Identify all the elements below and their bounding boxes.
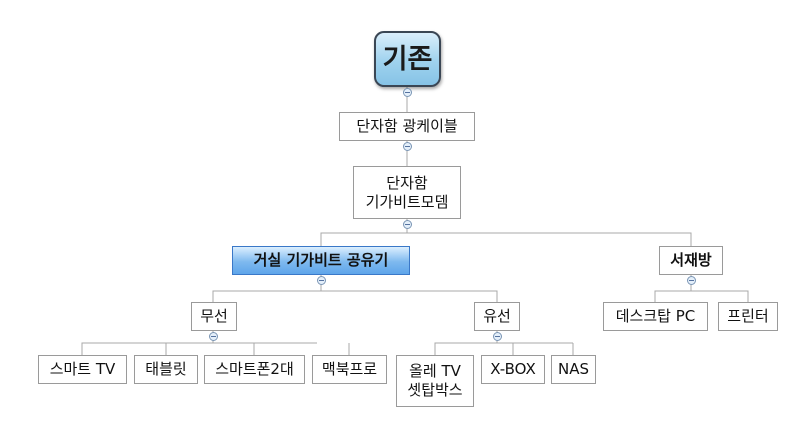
settop-node[interactable]: 올레 TV 셋탑박스 bbox=[396, 355, 474, 407]
collapse-toggle-icon[interactable] bbox=[493, 332, 502, 341]
collapse-toggle-icon[interactable] bbox=[209, 332, 218, 341]
collapse-toggle-icon[interactable] bbox=[317, 276, 326, 285]
collapse-toggle-icon[interactable] bbox=[403, 142, 412, 151]
study-label: 서재방 bbox=[670, 251, 712, 269]
link-wired-children bbox=[434, 331, 574, 355]
settop-label: 올레 TV 셋탑박스 bbox=[407, 362, 463, 399]
cable-label: 단자함 광케이블 bbox=[356, 117, 458, 135]
desktop-label: 데스크탑 PC bbox=[615, 307, 696, 325]
cable-node[interactable]: 단자함 광케이블 bbox=[339, 112, 475, 141]
root-label: 기존 bbox=[382, 43, 433, 75]
link-study-children bbox=[654, 275, 749, 302]
tablet-label: 태블릿 bbox=[145, 360, 187, 378]
printer-label: 프린터 bbox=[727, 307, 769, 325]
smarttv-node[interactable]: 스마트 TV bbox=[38, 355, 127, 384]
printer-node[interactable]: 프린터 bbox=[718, 302, 778, 331]
macbook-node[interactable]: 맥북프로 bbox=[312, 355, 387, 384]
phones-node[interactable]: 스마트폰2대 bbox=[204, 355, 305, 384]
xbox-label: X-BOX bbox=[490, 360, 536, 378]
smarttv-label: 스마트 TV bbox=[49, 360, 116, 378]
wired-node[interactable]: 유선 bbox=[474, 302, 520, 331]
modem-label: 단자함 기가비트모뎀 bbox=[365, 173, 449, 211]
link-modem-children bbox=[320, 219, 692, 246]
nas-node[interactable]: NAS bbox=[551, 355, 596, 384]
link-wireless-children bbox=[81, 331, 350, 355]
desktop-node[interactable]: 데스크탑 PC bbox=[603, 302, 708, 331]
nas-label: NAS bbox=[557, 360, 589, 378]
tablet-node[interactable]: 태블릿 bbox=[134, 355, 198, 384]
collapse-toggle-icon[interactable] bbox=[403, 88, 412, 97]
collapse-toggle-icon[interactable] bbox=[687, 276, 696, 285]
link-router-children bbox=[212, 275, 498, 302]
phones-label: 스마트폰2대 bbox=[215, 360, 294, 378]
router-node[interactable]: 거실 기가비트 공유기 bbox=[232, 246, 410, 275]
wireless-label: 무선 bbox=[200, 307, 228, 325]
macbook-label: 맥북프로 bbox=[321, 360, 378, 378]
modem-node[interactable]: 단자함 기가비트모뎀 bbox=[353, 166, 461, 219]
router-label: 거실 기가비트 공유기 bbox=[253, 251, 389, 269]
collapse-toggle-icon[interactable] bbox=[403, 220, 412, 229]
root-node[interactable]: 기존 bbox=[374, 31, 441, 87]
xbox-node[interactable]: X-BOX bbox=[481, 355, 545, 384]
wired-label: 유선 bbox=[483, 307, 511, 325]
wireless-node[interactable]: 무선 bbox=[191, 302, 237, 331]
study-node[interactable]: 서재방 bbox=[659, 246, 723, 275]
